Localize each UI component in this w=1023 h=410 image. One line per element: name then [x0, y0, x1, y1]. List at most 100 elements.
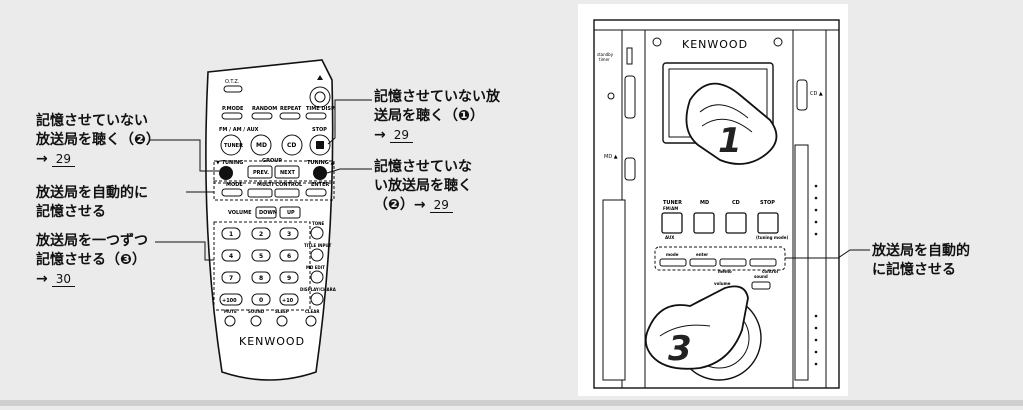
key-plus100-label: +100	[222, 298, 237, 304]
callout-left-mid: 放送局を自動的に 記憶させる	[36, 184, 148, 222]
callout-center-mid: 記憶させていな い放送局を聴く （❷）→29	[374, 158, 472, 215]
page-ref-link[interactable]: 30	[51, 272, 76, 287]
clear-button[interactable]	[305, 315, 317, 327]
page-ref-arrow: →	[36, 271, 48, 287]
volume-up-button[interactable]	[279, 206, 301, 219]
standby-indicator	[626, 47, 633, 65]
random-label: RANDOM	[252, 106, 277, 112]
callout-left-top-line1: 記憶させていない	[36, 113, 148, 129]
key-1[interactable]	[221, 227, 241, 240]
sleep-button[interactable]	[276, 315, 288, 327]
tuning-up-button[interactable]	[313, 166, 327, 180]
tuning-down-button[interactable]	[219, 166, 233, 180]
cd-indicator-dots	[814, 184, 818, 366]
page-ref-arrow: →	[36, 151, 48, 167]
title-input-label: TITLE INPUT	[304, 243, 332, 248]
cd-slot[interactable]	[794, 144, 809, 381]
tuner-sub-label: FM/AM	[663, 206, 678, 211]
key-plus100[interactable]	[219, 293, 243, 306]
random-button[interactable]	[251, 112, 273, 120]
otz-button[interactable]	[223, 85, 243, 93]
key-0[interactable]	[251, 293, 271, 306]
enter-button[interactable]	[305, 188, 327, 197]
key-2-label: 2	[259, 231, 263, 238]
clear-label: CLEAR	[305, 309, 319, 314]
callout-center-mid-line1: 記憶させていな	[374, 159, 472, 175]
volume-down-button[interactable]	[255, 206, 277, 219]
step1-number: 1	[718, 121, 742, 161]
unit-md-button[interactable]	[693, 212, 715, 234]
unit-sound-button[interactable]	[751, 281, 771, 290]
md-edit-button[interactable]	[310, 270, 324, 284]
unit-tuner-button[interactable]	[661, 212, 683, 234]
key-4-label: 4	[229, 253, 233, 260]
cd-button[interactable]	[281, 134, 303, 156]
pmode-button[interactable]	[221, 112, 243, 120]
mode-label: MODE	[226, 182, 243, 188]
remote-control: O.T.Z. P.MODE RANDOM REPEAT TIME DISP. F…	[205, 59, 337, 381]
unit-prev-button[interactable]	[719, 258, 747, 267]
key-4[interactable]	[221, 249, 241, 262]
next-button[interactable]	[274, 165, 300, 179]
callout-center-top-line2: 送局を聴く（❶）	[374, 108, 484, 124]
key-plus10[interactable]	[279, 293, 299, 306]
tuner-label: TUNER	[224, 143, 243, 149]
sound-label: SOUND	[248, 309, 265, 314]
key-3[interactable]	[279, 227, 299, 240]
prev-button[interactable]	[247, 165, 273, 179]
tone-button[interactable]	[310, 226, 324, 240]
key-6[interactable]	[279, 249, 299, 262]
power-button[interactable]	[309, 86, 331, 108]
page-ref-link[interactable]: 29	[51, 152, 76, 167]
page-ref-link[interactable]: 29	[429, 198, 453, 213]
unit-next-button[interactable]	[749, 258, 777, 267]
callout-left-bot-line1: 放送局を一つずつ	[36, 233, 148, 249]
callout-center-top: 記憶させていない放 送局を聴く（❶） →29	[374, 88, 500, 145]
unit-mode-button[interactable]	[659, 258, 687, 267]
key-3-label: 3	[287, 231, 291, 238]
multi-next-button[interactable]	[274, 188, 300, 198]
md-button[interactable]	[250, 134, 272, 156]
unit-md-label: MD	[700, 200, 709, 206]
unit-enter-button[interactable]	[689, 258, 717, 267]
unit-leader-line	[785, 249, 870, 259]
key-9[interactable]	[279, 271, 299, 284]
callout-left-bot-line2: 記憶させる（❸）	[36, 252, 146, 268]
key-8-label: 8	[259, 275, 263, 282]
memo-label: memo	[718, 269, 732, 274]
callout-center-mid-line2: い放送局を聴く	[374, 178, 472, 194]
sound-button[interactable]	[250, 315, 262, 327]
mute-button[interactable]	[224, 315, 236, 327]
power-icon	[314, 91, 326, 103]
display-char-button[interactable]	[310, 292, 324, 306]
prev-label: PREV.	[253, 170, 269, 176]
number-pad-highlight	[213, 221, 311, 311]
unit-stop-button[interactable]	[757, 212, 779, 234]
unit-cd-button[interactable]	[725, 212, 747, 234]
md-eject-button[interactable]	[624, 157, 636, 181]
title-input-button[interactable]	[310, 248, 324, 262]
remote-leader-lines	[150, 99, 372, 261]
page-ref-link[interactable]: 29	[389, 128, 414, 143]
tuner-button[interactable]	[220, 134, 242, 156]
page-ref-arrow: →	[413, 197, 426, 213]
cd-eject-button[interactable]	[796, 79, 808, 111]
stop-icon	[316, 141, 324, 149]
key-7[interactable]	[221, 271, 241, 284]
power-button[interactable]	[624, 75, 636, 119]
timedisp-button[interactable]	[305, 112, 327, 120]
power-icon	[607, 92, 615, 100]
key-7-label: 7	[229, 275, 233, 282]
key-8[interactable]	[251, 271, 271, 284]
key-2[interactable]	[251, 227, 271, 240]
callout-left-mid-line2: 記憶させる	[36, 204, 106, 220]
tuning-left-label: ▼ TUNING	[216, 160, 243, 166]
md-slot[interactable]	[602, 199, 626, 381]
mode-button[interactable]	[221, 188, 243, 197]
cd-eject-label: CD ▲	[810, 91, 823, 97]
key-1-label: 1	[229, 231, 233, 238]
hand-step1-icon: 1	[685, 82, 778, 165]
key-5[interactable]	[251, 249, 271, 262]
repeat-button[interactable]	[279, 112, 301, 120]
multi-prev-button[interactable]	[247, 188, 273, 198]
